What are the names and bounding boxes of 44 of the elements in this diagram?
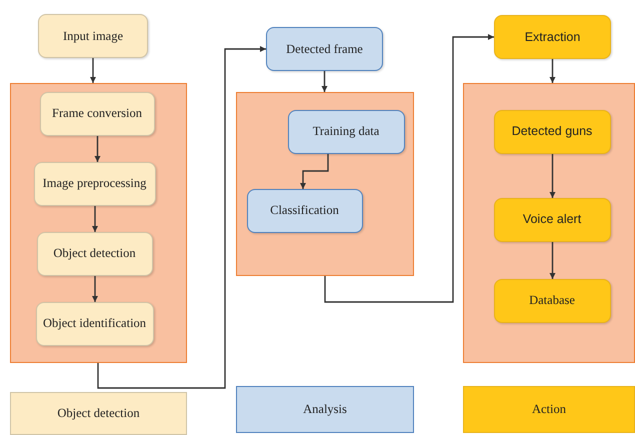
process-box — [36, 302, 154, 346]
process-box — [40, 92, 154, 136]
box-label: Object detection — [57, 406, 140, 421]
category-box — [10, 392, 187, 435]
arrow — [92, 276, 98, 302]
arrow — [92, 206, 98, 232]
process-box — [494, 198, 610, 242]
box-label: Training data — [312, 124, 380, 139]
process-box — [246, 188, 362, 232]
box-label: Image preprocessing — [42, 176, 146, 191]
arrow — [97, 46, 266, 389]
process-box — [266, 27, 383, 71]
category-box — [463, 386, 635, 433]
process-box — [34, 162, 156, 206]
process-box — [494, 278, 610, 322]
arrow — [550, 154, 556, 198]
arrow — [322, 71, 328, 92]
box-label: Object identification — [42, 316, 146, 331]
arrow — [324, 34, 494, 303]
box-label: Database — [529, 293, 575, 308]
process-box — [288, 110, 404, 154]
box-label: Extraction — [524, 30, 580, 44]
box-label: Detected frame — [286, 42, 363, 56]
box-label: Classification — [270, 203, 339, 218]
arrow — [90, 58, 96, 83]
group-panel — [463, 83, 635, 363]
process-box — [38, 14, 148, 58]
process-box — [36, 232, 152, 276]
arrow — [300, 154, 329, 189]
group-panel — [236, 92, 414, 276]
box-label: Action — [532, 402, 566, 417]
group-panel — [10, 83, 187, 363]
arrow — [550, 59, 556, 83]
category-box — [236, 386, 414, 433]
box-label: Object detection — [53, 246, 136, 261]
box-label: Voice alert — [522, 212, 582, 227]
box-label: Detected guns — [512, 124, 592, 139]
box-label: Input image — [62, 28, 124, 44]
arrow — [94, 136, 100, 162]
box-label: Analysis — [303, 402, 347, 417]
arrow — [550, 242, 556, 279]
process-box — [494, 110, 610, 154]
box-label: Frame conversion — [52, 106, 142, 121]
process-box — [494, 15, 611, 59]
